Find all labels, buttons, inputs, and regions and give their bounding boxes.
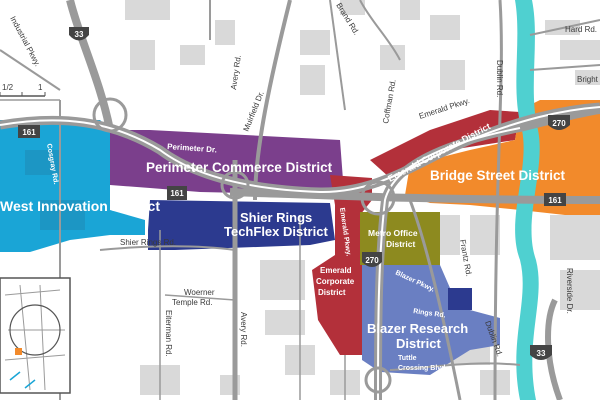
road-label-rings: Rings Rd. xyxy=(413,308,446,319)
label-emerald-south-1: Emerald xyxy=(320,266,352,275)
label-blazer-1: Blazer Research xyxy=(367,321,468,336)
dublin-rd xyxy=(493,0,503,400)
building-footprints xyxy=(125,0,600,395)
sr-161-east xyxy=(229,188,600,204)
label-shier-rings-2: TechFlex District xyxy=(224,224,328,239)
scale-label-half: 1/2 xyxy=(2,83,14,92)
label-bridge-street: Bridge Street District xyxy=(430,168,566,183)
road-casing xyxy=(0,106,600,400)
svg-text:270: 270 xyxy=(552,119,566,128)
svg-text:161: 161 xyxy=(170,189,184,198)
us-33-south xyxy=(545,298,563,400)
label-west-innovation: West Innovation District xyxy=(0,198,160,214)
blazer-subparcel xyxy=(448,288,472,310)
us-33-shield-bottom: 33 xyxy=(530,345,552,360)
road-label-hard: Hard Rd. xyxy=(565,25,597,34)
shier-rings-district-area xyxy=(148,200,335,250)
emerald-corporate-district-south-area xyxy=(312,175,372,355)
label-metro-office-2: District xyxy=(386,239,415,249)
svg-text:33: 33 xyxy=(75,30,84,39)
us-33-north xyxy=(66,0,114,131)
label-metro-office-1: Metro Office xyxy=(368,228,418,238)
road-label-bright: Bright xyxy=(577,75,599,84)
emerald-corporate-district-north-area xyxy=(370,110,520,178)
label-perimeter-commerce: Perimeter Commerce District xyxy=(146,160,333,175)
road-label-tuttle-2: Crossing Blvd. xyxy=(398,365,447,372)
svg-text:161: 161 xyxy=(548,196,562,205)
sr-161-shield-left: 161 xyxy=(18,125,40,138)
perimeter-commerce-district-area xyxy=(110,130,343,195)
road-label-perimeter-dr: Perimeter Dr. xyxy=(167,142,217,154)
sr-161-shield-mid: 161 xyxy=(167,186,187,200)
label-blazer-2: District xyxy=(396,336,441,351)
road-label-woerner-1: Woerner xyxy=(184,288,215,297)
road-label-dublin-top: Dublin Rd. xyxy=(495,60,504,97)
svg-text:161: 161 xyxy=(22,128,36,137)
i-270-shield-right: 270 xyxy=(548,115,570,130)
west-innovation-subparcels xyxy=(25,150,85,230)
road-label-woerner-2: Temple Rd. xyxy=(172,298,212,307)
us-33-shield-top: 33 xyxy=(69,27,89,41)
scale-label-one: 1 xyxy=(38,83,43,92)
road-label-tuttle-1: Tuttle xyxy=(398,355,417,362)
bridge-street-district-area xyxy=(405,100,600,215)
label-emerald-south-3: District xyxy=(318,288,346,297)
muirfield-dr xyxy=(253,0,292,201)
road-label-eiterman: Eiterman Rd. xyxy=(164,310,173,357)
scale-bar: 1/2 1 xyxy=(0,83,46,97)
interchange-loops xyxy=(92,97,396,394)
road-label-shier-rings-rd: Shier Rings Rd. xyxy=(120,238,176,247)
svg-text:270: 270 xyxy=(365,256,379,265)
sr-161-shield-right: 161 xyxy=(544,193,566,206)
road-label-riverside: Riverside Dr. xyxy=(565,268,574,314)
svg-text:33: 33 xyxy=(537,349,546,358)
label-shier-rings-1: Shier Rings xyxy=(240,210,312,225)
inset-locator-map xyxy=(0,277,71,394)
road-label-avery-bottom: Avery Rd. xyxy=(239,312,248,347)
i-270-shield-mid: 270 xyxy=(362,252,382,267)
label-emerald-south-2: Corporate xyxy=(316,277,355,286)
